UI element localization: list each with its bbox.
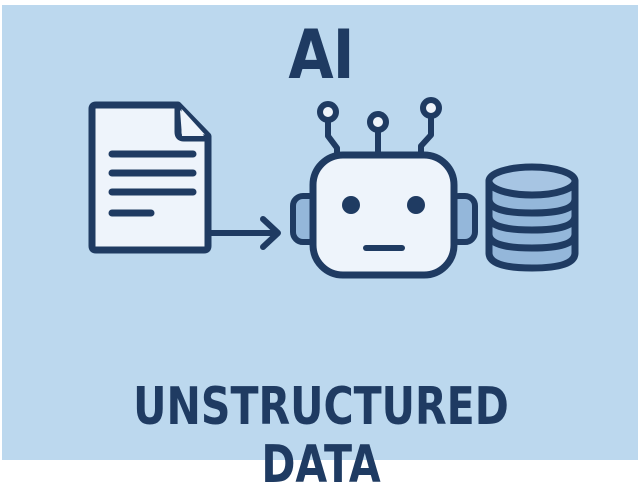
antenna-icon bbox=[317, 97, 442, 156]
document-icon bbox=[88, 101, 212, 254]
robot-eye-left bbox=[342, 196, 360, 214]
arrow-right-icon bbox=[207, 216, 281, 250]
subtitle-unstructured-data: UNSTRUCTURED DATA bbox=[133, 377, 509, 495]
title-ai: AI bbox=[288, 16, 354, 95]
robot-head bbox=[309, 151, 458, 279]
robot-icon bbox=[290, 97, 478, 279]
database-icon bbox=[485, 163, 579, 272]
diagram-illustration bbox=[88, 97, 579, 279]
robot-eye-right bbox=[407, 196, 425, 214]
